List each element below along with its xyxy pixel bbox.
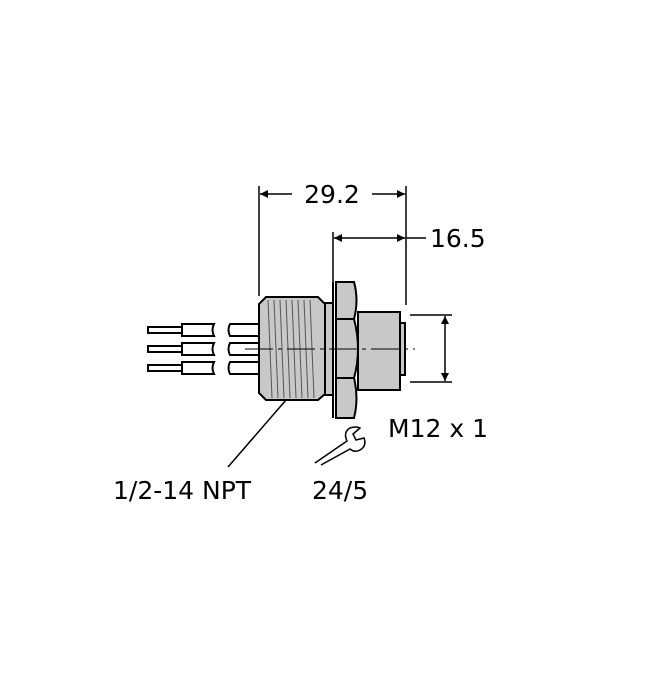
- wrench-icon: [314, 426, 366, 466]
- dimension-thread-label: M12 x 1: [388, 414, 488, 443]
- npt-label: 1/2-14 NPT: [113, 476, 252, 505]
- dimension-overall-label: 29.2: [304, 180, 360, 209]
- pin-row: [147, 361, 261, 375]
- dimension-overall: [258, 186, 407, 305]
- pins: [147, 323, 261, 375]
- wrench-size-label: 24/5: [312, 476, 368, 505]
- front-body: [357, 311, 406, 391]
- dimension-thread: [410, 314, 452, 383]
- npt-leader: [227, 399, 287, 468]
- dimension-front-label: 16.5: [430, 224, 486, 253]
- dimension-front: [332, 232, 426, 282]
- pin-row: [147, 342, 261, 356]
- hex-nut: [332, 281, 359, 419]
- pin-row: [147, 323, 261, 337]
